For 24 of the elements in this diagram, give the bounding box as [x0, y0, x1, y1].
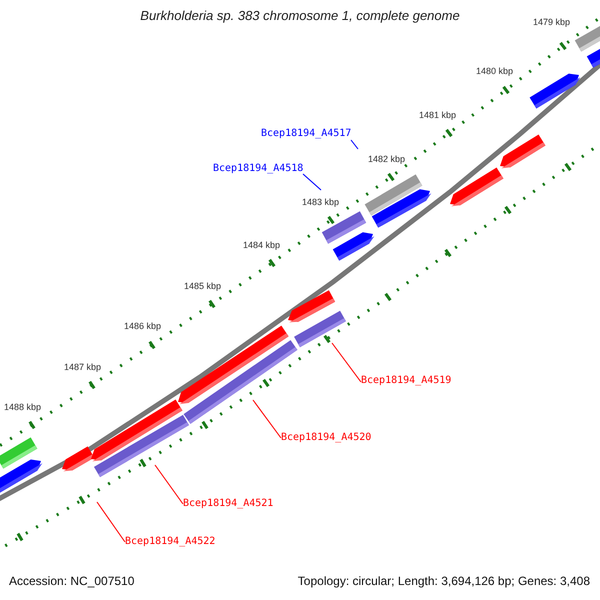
accession-text: Accession: NC_007510 — [9, 575, 134, 587]
position-label: 1484 kbp — [243, 241, 280, 250]
position-label: 1486 kbp — [124, 322, 162, 331]
gene-label: Bcep18194_A4517 — [261, 128, 352, 140]
leader-line — [350, 140, 358, 150]
leader-line — [154, 464, 184, 504]
leader-line — [252, 400, 282, 438]
position-label: 1485 kbp — [184, 282, 222, 291]
position-label: 1479 kbp — [533, 18, 570, 27]
position-label: 1483 kbp — [302, 198, 340, 207]
position-label: 1481 kbp — [419, 111, 456, 120]
leader-line — [332, 342, 362, 382]
gene-label: Bcep18194_A4521 — [183, 498, 274, 510]
leader-line — [96, 502, 126, 542]
position-label: 1480 kbp — [476, 67, 514, 76]
gene-label: Bcep18194_A4519 — [361, 375, 452, 387]
position-label: 1488 kbp — [4, 403, 42, 412]
position-label: 1482 kbp — [368, 155, 406, 164]
position-label: 1487 kbp — [64, 363, 102, 372]
gene-label: Bcep18194_A4518 — [213, 163, 304, 175]
gene-label: Bcep18194_A4520 — [281, 432, 372, 444]
gene-label: Bcep18194_A4522 — [125, 536, 216, 548]
leader-line — [302, 174, 322, 190]
genome-info-text: Topology: circular; Length: 3,694,126 bp; Genes: 3,408 — [298, 575, 590, 587]
